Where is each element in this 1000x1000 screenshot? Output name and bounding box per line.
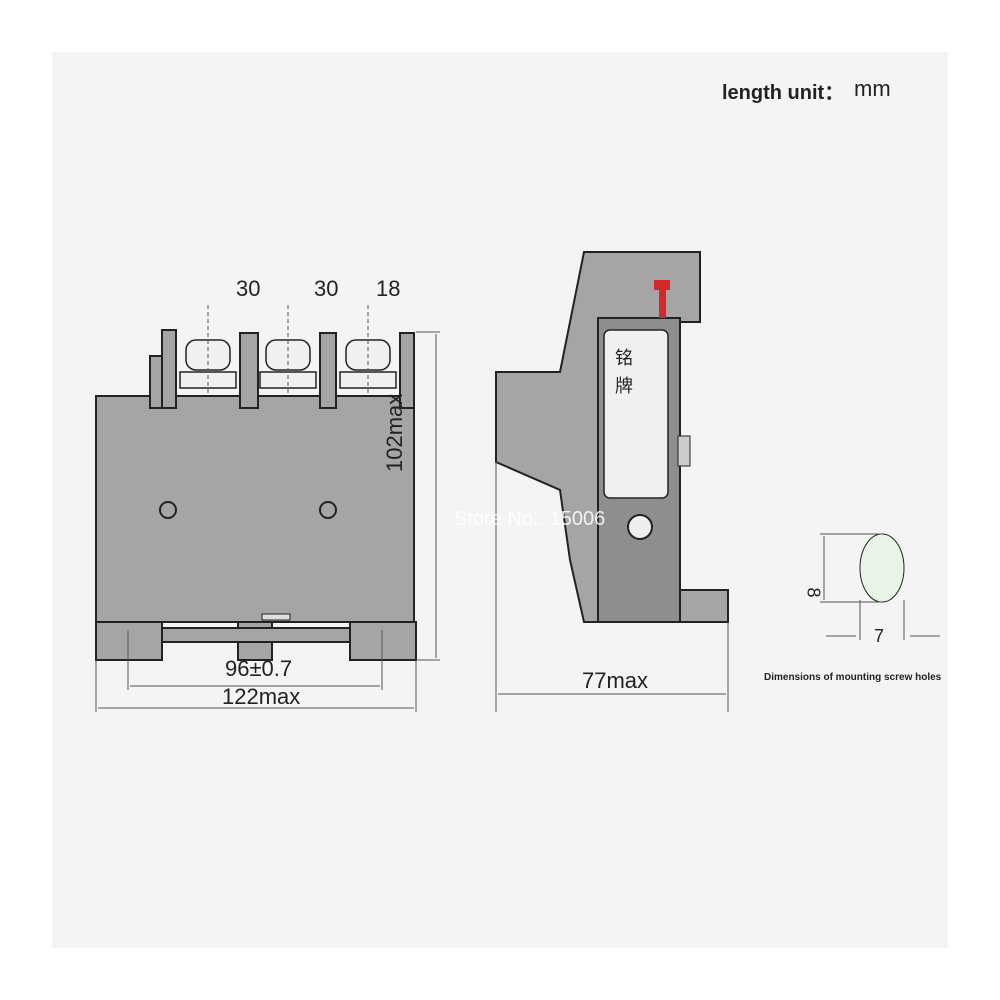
hole-height-dim: 8 <box>803 587 824 598</box>
width-dim: 122max <box>222 684 301 709</box>
depth-dim: 77max <box>582 668 649 693</box>
pitch-3: 18 <box>376 276 401 301</box>
nameplate-text: 铭牌 <box>613 348 633 404</box>
hole-width-dim: 7 <box>874 626 885 646</box>
height-dim: 102max <box>382 393 407 472</box>
pitch-1: 30 <box>236 276 261 301</box>
front-body <box>95 395 415 623</box>
technical-drawing <box>95 251 940 712</box>
unit-value: mm <box>854 76 891 101</box>
mount-spacing-dim: 96±0.7 <box>225 656 293 681</box>
red-indicator <box>654 280 670 290</box>
pitch-2: 30 <box>314 276 339 301</box>
drawing-canvas: length unit： mm 30 30 18 102max 96±0.7 1… <box>52 52 948 948</box>
unit-label: length unit： <box>722 82 845 104</box>
front-foot-right <box>349 621 417 661</box>
nameplate <box>603 329 669 499</box>
watermark: Store No.: 15006 <box>454 508 606 530</box>
front-foot-left <box>95 621 163 661</box>
screw-hole-caption: Dimensions of mounting screw holes <box>764 672 942 683</box>
